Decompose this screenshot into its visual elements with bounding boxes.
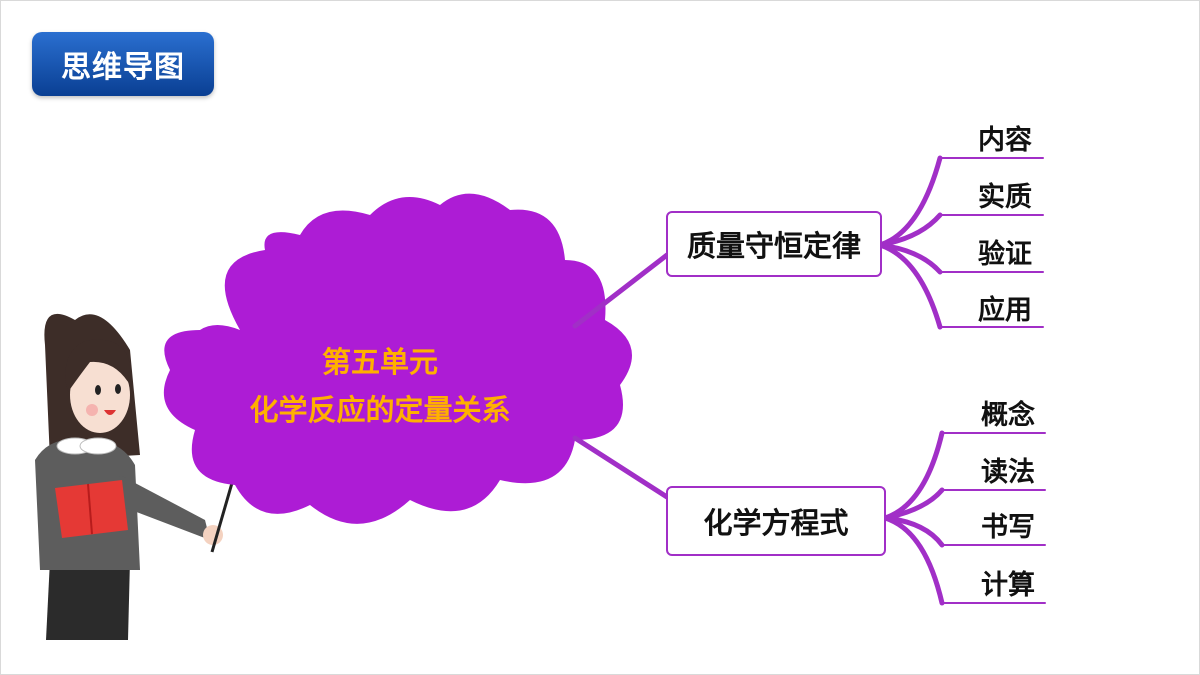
leaf-calculation: 计算 (981, 570, 1035, 601)
central-topic-unit: 第五单元 (321, 345, 438, 379)
leaf-essence: 实质 (978, 182, 1032, 213)
teacher-illustration (35, 313, 245, 640)
central-topic-title: 化学反应的定量关系 (249, 393, 511, 427)
branch-mass-conservation: 质量守恒定律 (666, 211, 882, 277)
connector-upper (572, 252, 670, 329)
branch-chemical-equation: 化学方程式 (666, 486, 886, 556)
connector-lower (572, 435, 670, 500)
thought-cloud (163, 193, 632, 524)
leaf-writing: 书写 (981, 512, 1035, 543)
leaf-verification: 验证 (978, 239, 1032, 270)
leaf-content: 内容 (978, 125, 1032, 156)
title-badge: 思维导图 (32, 32, 214, 96)
leaf-application: 应用 (978, 295, 1032, 326)
central-topic: 第五单元 化学反应的定量关系 (200, 338, 560, 434)
lower-branch-fan (882, 430, 1046, 606)
leaf-reading: 读法 (981, 457, 1035, 488)
leaf-concept: 概念 (981, 400, 1035, 431)
upper-branch-fan (877, 155, 1044, 330)
